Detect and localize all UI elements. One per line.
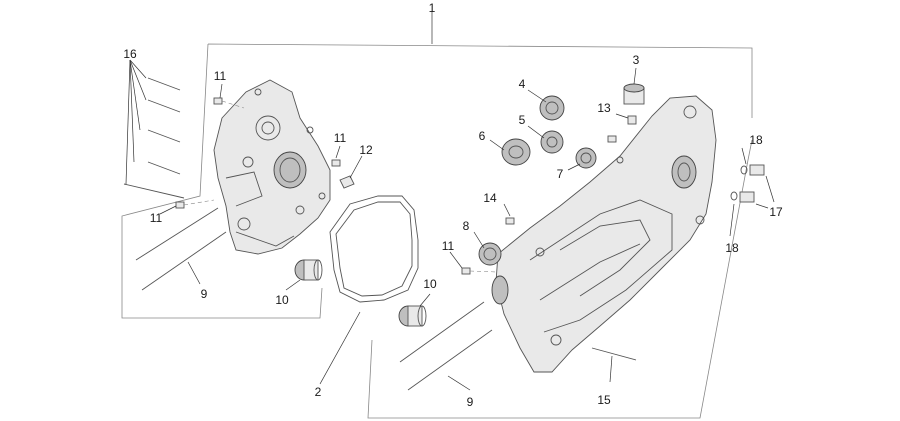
- assembly-frame: [121, 43, 753, 419]
- callout-11-a: 11: [214, 69, 227, 83]
- left-crankcase-half: [213, 79, 331, 255]
- callout-11-d: 11: [442, 239, 455, 253]
- stud-15: [591, 347, 637, 361]
- leader-lines: [159, 67, 747, 391]
- bushing-10-left: [294, 259, 323, 281]
- callout-17: 17: [769, 205, 783, 219]
- callout-14: 14: [483, 191, 497, 205]
- callout-13: 13: [597, 101, 611, 115]
- seal-8: [478, 242, 502, 266]
- pin-13: [627, 115, 637, 125]
- bearing-5: [540, 130, 564, 154]
- callout-12: 12: [359, 143, 373, 157]
- bolts-16: [123, 59, 185, 199]
- callout-4: 4: [519, 77, 526, 91]
- callout-2: 2: [315, 385, 322, 399]
- callout-7: 7: [557, 167, 564, 181]
- bearing-6: [501, 138, 531, 166]
- studs-9-center: [399, 301, 493, 391]
- studs-9-left: [135, 207, 227, 291]
- callout-9-b: 9: [467, 395, 474, 409]
- callout-18-a: 18: [749, 133, 763, 147]
- callout-3: 3: [633, 53, 640, 67]
- callout-10-b: 10: [423, 277, 437, 291]
- plugs-17-washers-18: [730, 164, 775, 209]
- part-12-fitting: [339, 155, 363, 189]
- callout-8: 8: [463, 219, 470, 233]
- callout-18-b: 18: [725, 241, 739, 255]
- bearing-4: [539, 95, 565, 121]
- gasket-2: [319, 195, 419, 385]
- bushing-3: [623, 83, 645, 105]
- callout-labels: 1 16 11 11 11 11 12 9 9 10 10 2 3 4 5 6 …: [123, 1, 783, 409]
- seal-7: [575, 147, 597, 169]
- callout-9-a: 9: [201, 287, 208, 301]
- bushing-10-center: [398, 305, 427, 327]
- right-crankcase-half: [491, 95, 717, 373]
- callout-16: 16: [123, 47, 137, 61]
- callout-6: 6: [479, 129, 486, 143]
- callout-1: 1: [429, 1, 436, 15]
- callout-11-c: 11: [150, 211, 163, 225]
- callout-11-b: 11: [334, 131, 347, 145]
- callout-5: 5: [519, 113, 526, 127]
- callout-15: 15: [597, 393, 611, 407]
- callout-10-a: 10: [275, 293, 289, 307]
- dowel-pins-11: [175, 97, 617, 275]
